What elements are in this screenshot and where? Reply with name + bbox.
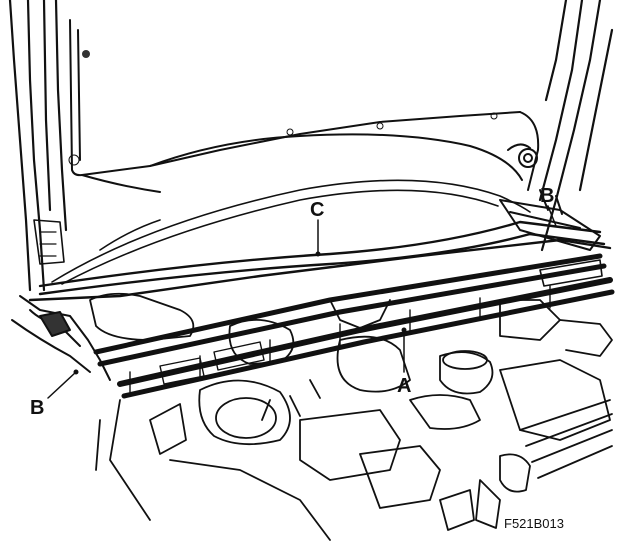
left-fender-clip: [11, 295, 111, 381]
engine-bay: [89, 292, 613, 541]
hood-bolt-5: [490, 112, 498, 120]
cowl-end-seal: [499, 148, 601, 251]
cowl-upper-panel: [28, 220, 612, 302]
windshield-glass: [51, 179, 531, 285]
hood-outline: [69, 19, 540, 193]
hood-bolt-4: [376, 122, 384, 130]
hood-bolt-3: [286, 128, 294, 136]
leader-b-upper: [547, 205, 557, 227]
figure-id: F521B013: [504, 516, 564, 531]
right-pillar: [538, 0, 614, 252]
callout-b-upper: B: [540, 185, 554, 207]
hood-bolt-1: [82, 50, 90, 58]
cowl-louver-strip: [93, 253, 615, 399]
callout-c: C: [310, 199, 324, 221]
callout-b: B: [30, 397, 44, 419]
leader-b: [47, 371, 77, 399]
callout-a: A: [397, 375, 411, 397]
hood-bolt-2: [68, 154, 80, 166]
left-pillar: [8, 0, 68, 292]
